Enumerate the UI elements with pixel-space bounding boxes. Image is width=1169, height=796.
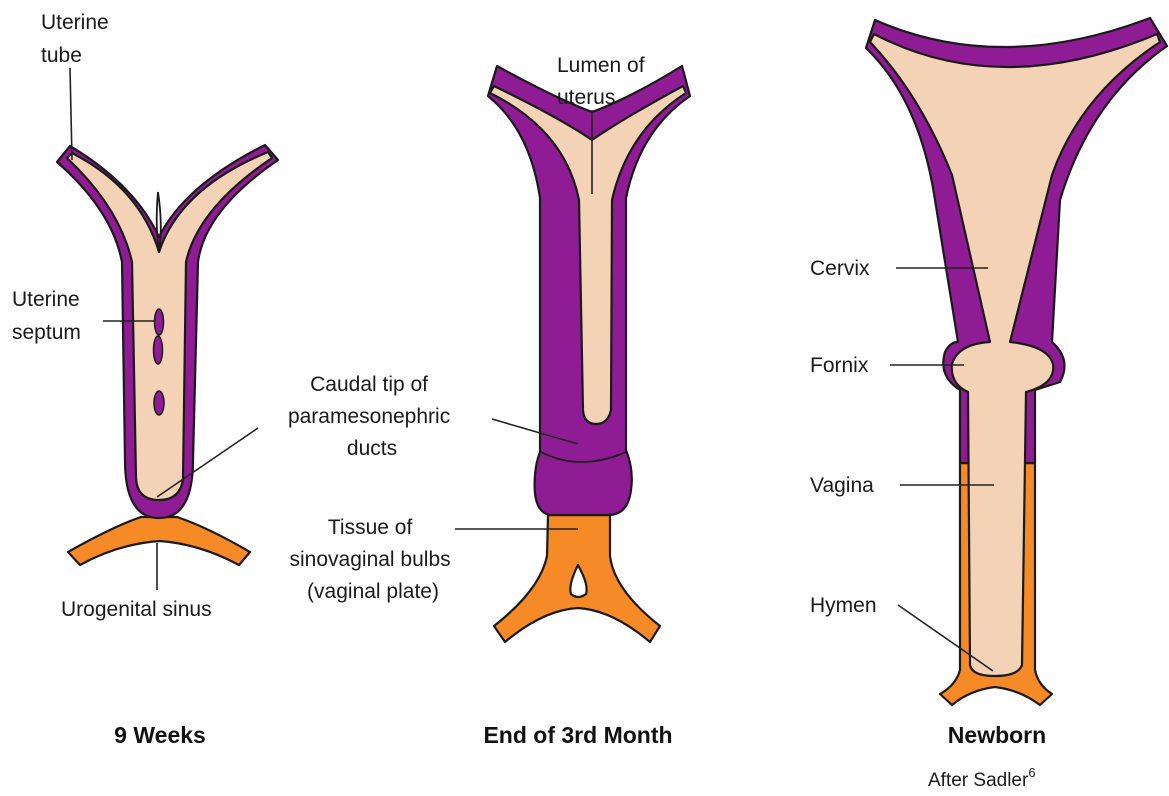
label-sinovaginal-bulbs: Tissue of sinovaginal bulbs (vaginal pla… (290, 516, 457, 603)
panel-3rd-month: Lumen of uterus Caudal tip of paramesone… (157, 54, 690, 748)
septum-remnant (154, 336, 163, 364)
uterine-lumen-newborn (870, 34, 1160, 676)
uterine-lumen-3mo (490, 86, 686, 424)
caption-newborn: Newborn (948, 722, 1046, 748)
urogenital-sinus-shape (68, 517, 250, 565)
caption-9-weeks: 9 Weeks (114, 722, 206, 748)
label-urogenital-sinus: Urogenital sinus (61, 598, 212, 621)
panel-9-weeks: Uterine tube Uterine septum Urogenital s… (12, 11, 278, 748)
label-uterine-septum: Uterine septum (12, 288, 86, 344)
label-uterine-tube: Uterine tube (41, 11, 115, 67)
label-hymen: Hymen (810, 594, 877, 617)
panel-newborn: Cervix Fornix Vagina Hymen Newborn After… (810, 18, 1167, 791)
septum-remnant (157, 192, 161, 252)
label-caudal-tip: Caudal tip of paramesonephric ducts (288, 373, 456, 460)
label-cervix: Cervix (810, 257, 870, 280)
septum-remnant (155, 309, 164, 335)
caption-3rd-month: End of 3rd Month (483, 722, 672, 748)
label-fornix: Fornix (810, 354, 869, 377)
septum-remnant (154, 391, 164, 415)
credit-after-sadler: After Sadler6 (928, 765, 1036, 791)
label-vagina: Vagina (810, 474, 874, 497)
